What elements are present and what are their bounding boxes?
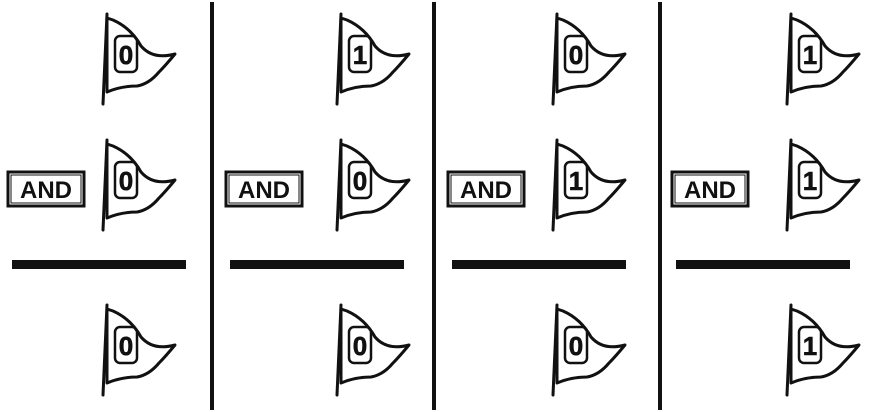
flag-banner	[107, 309, 175, 383]
and-operator-label: AND	[238, 177, 290, 204]
flag-digit: 0	[119, 331, 133, 361]
flag-banner	[341, 309, 409, 383]
flag-banner	[791, 18, 859, 92]
flag-input-b: 1	[553, 140, 625, 230]
result-bar	[230, 260, 404, 269]
truth-table-column: 1 0 AND 0	[226, 14, 409, 395]
flag-result: 1	[787, 305, 859, 395]
truth-table-column: 0 1 AND 0	[448, 14, 626, 395]
flag-banner	[341, 144, 409, 218]
and-operator-label: AND	[460, 177, 512, 204]
flag-input-b: 0	[103, 140, 175, 230]
result-bar	[452, 260, 626, 269]
flag-banner	[557, 18, 625, 92]
flag-digit: 1	[353, 40, 367, 70]
flag-digit: 0	[569, 40, 583, 70]
flag-banner	[557, 144, 625, 218]
flag-digit: 0	[353, 331, 367, 361]
flag-banner	[791, 309, 859, 383]
flag-digit: 1	[569, 166, 583, 196]
flag-digit: 0	[569, 331, 583, 361]
flag-digit: 0	[119, 40, 133, 70]
flag-result: 0	[553, 305, 625, 395]
flag-digit: 0	[119, 166, 133, 196]
result-bar	[676, 260, 850, 269]
flag-banner	[107, 18, 175, 92]
flag-banner	[341, 18, 409, 92]
flag-banner	[107, 144, 175, 218]
flag-input-a: 0	[103, 14, 175, 104]
flag-banner	[791, 144, 859, 218]
and-operator-label: AND	[20, 177, 72, 204]
flag-input-a: 0	[553, 14, 625, 104]
result-bar	[12, 260, 186, 269]
flag-input-b: 1	[787, 140, 859, 230]
flag-digit: 1	[803, 331, 817, 361]
flag-input-a: 1	[787, 14, 859, 104]
flag-result: 0	[337, 305, 409, 395]
flag-result: 0	[103, 305, 175, 395]
flag-input-b: 0	[337, 140, 409, 230]
flag-digit: 1	[803, 40, 817, 70]
flag-input-a: 1	[337, 14, 409, 104]
flag-digit: 0	[353, 166, 367, 196]
and-operator-label: AND	[684, 177, 736, 204]
flag-digit: 1	[803, 166, 817, 196]
flag-banner	[557, 309, 625, 383]
